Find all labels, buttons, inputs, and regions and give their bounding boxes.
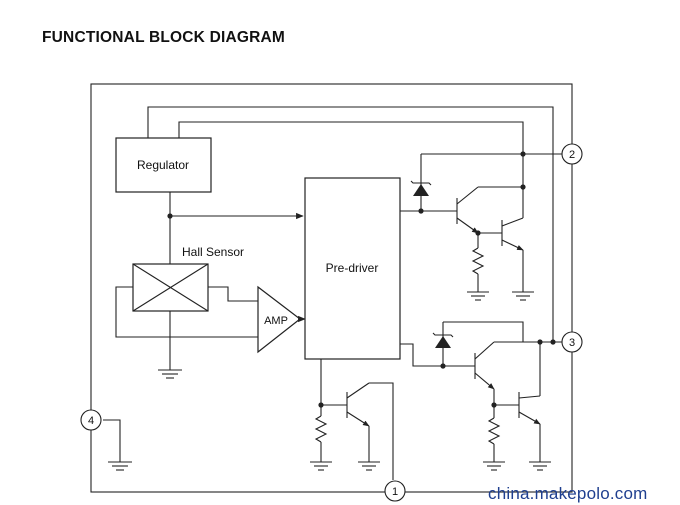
pin-4: 4 [80,409,102,431]
pin-3: 3 [561,331,583,353]
chip-boundary [90,83,573,493]
amp-label: AMP [264,315,288,327]
ground-upper-transistor [512,291,534,301]
pre-driver-block: Pre-driver [304,177,401,360]
pin4-ground-path [103,419,121,462]
hall-sensor: Hall Sensor [115,245,258,370]
svg-text:1: 1 [392,486,398,498]
ground-upper-resistor [467,291,489,301]
ground-lower-transistor [529,461,551,471]
hall-sensor-label: Hall Sensor [182,245,244,259]
pin-1: 1 [384,480,406,502]
ground-pin1-resistor [310,461,332,471]
lower-output-stage [400,321,562,462]
page-title: FUNCTIONAL BLOCK DIAGRAM [42,29,286,46]
watermark: china.makepolo.com [488,484,648,503]
upper-output-stage [400,151,526,292]
pre-driver-label: Pre-driver [326,261,379,275]
svg-text:2: 2 [569,149,575,161]
svg-text:4: 4 [88,415,94,427]
regulator-output [167,192,304,264]
amp-block: AMP [257,285,306,354]
ground-hall [158,369,182,379]
ground-pin1-transistor [358,461,380,471]
pin-2: 2 [561,143,583,165]
regulator-block: Regulator [115,137,212,193]
supply-rails [147,106,562,342]
ground-lower-resistor [483,461,505,471]
svg-text:3: 3 [569,337,575,349]
ground-pin4 [108,461,132,471]
pin1-output-stage [314,359,394,480]
regulator-label: Regulator [137,158,189,172]
